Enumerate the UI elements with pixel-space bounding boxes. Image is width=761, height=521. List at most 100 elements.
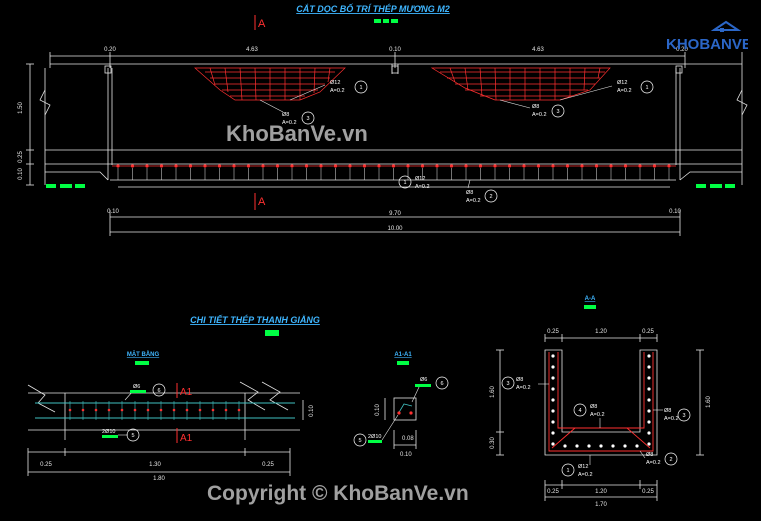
svg-text:A=0.2: A=0.2 (282, 120, 297, 126)
aa-rebar-dot (599, 444, 603, 448)
svg-text:4: 4 (578, 408, 581, 414)
plan-tie-dot (198, 408, 202, 412)
detail-title-tag (265, 330, 279, 336)
svg-text:Ø8: Ø8 (516, 377, 523, 383)
side-tags (46, 184, 735, 188)
svg-text:3: 3 (556, 109, 559, 115)
svg-text:Ø6: Ø6 (133, 384, 140, 390)
aa-callout-1: 1 Ø12 A=0.2 (561, 455, 593, 478)
callout-1-left: Ø12 A=0.2 1 (289, 80, 368, 101)
aa-rebar-dot (563, 444, 567, 448)
dim-left-2: 0.25 (18, 151, 24, 163)
aa-rebar-dot (647, 398, 651, 402)
aa-rebar-dot (551, 442, 555, 446)
svg-text:Ø12: Ø12 (330, 80, 340, 86)
main-title: CẮT DỌC BỐ TRÍ THÉP MƯƠNG M2 (296, 3, 449, 14)
a1-dim-1: 0.10 (400, 452, 412, 458)
svg-text:A1: A1 (180, 433, 193, 444)
aa-rebar-dot (551, 387, 555, 391)
svg-text:Ø8: Ø8 (532, 104, 539, 110)
aa-title: A-A (585, 296, 596, 302)
title-tag (383, 19, 389, 23)
plan-tie-dot (185, 408, 189, 412)
svg-text:A=0.2: A=0.2 (330, 88, 345, 94)
aa-left-dim-1: 0.30 (490, 437, 496, 449)
svg-text:A: A (258, 196, 266, 208)
callout-1-bottom: 1 Ø12 A=0.2 (398, 175, 430, 190)
aa-rebar-dot (551, 431, 555, 435)
aa-rebar-dot (623, 444, 627, 448)
aa-bot-dim-0: 0.25 (547, 489, 559, 495)
plan-tie-dot (146, 408, 150, 412)
svg-text:A=0.2: A=0.2 (590, 412, 605, 418)
aa-rebar-dot (647, 354, 651, 358)
aa-rebar-dot (587, 444, 591, 448)
svg-text:A=0.2: A=0.2 (664, 416, 679, 422)
plan-tie-dot (159, 408, 163, 412)
plan-view (27, 381, 304, 476)
plan-callout-6: Ø6 6 (124, 383, 166, 401)
aa-callout-2: Ø8 A=0.2 2 (639, 450, 678, 466)
a1-callout-6: Ø6 6 (411, 376, 449, 403)
svg-text:1: 1 (403, 180, 406, 186)
callout-2-bottom: Ø8 A=0.2 2 (466, 179, 498, 204)
svg-text:5: 5 (131, 433, 134, 439)
aa-rebar-dot (551, 354, 555, 358)
a1-title-tag (397, 361, 409, 365)
plan-ties (68, 401, 241, 420)
plan-dim-total: 1.80 (153, 476, 165, 482)
watermark-text: KhoBanVe.vn (226, 121, 368, 146)
plan-dim-1: 1.30 (149, 462, 161, 468)
aa-rebar-dot (647, 420, 651, 424)
a1-rebar-dot (397, 411, 401, 415)
aa-rebar-dot (575, 444, 579, 448)
a1-side-dim: 0.10 (375, 404, 381, 416)
aa-top-dim-0: 0.25 (547, 329, 559, 335)
dim-top-1: 4.63 (246, 47, 258, 53)
aa-rebar-dot (647, 376, 651, 380)
dim-top-0: 0.20 (104, 47, 116, 53)
aa-callout-3-right: Ø8 A=0.2 3 (653, 408, 691, 422)
svg-text:A=0.2: A=0.2 (415, 184, 430, 190)
svg-text:A=0.2: A=0.2 (617, 88, 632, 94)
svg-text:5: 5 (358, 438, 361, 444)
plan-section-a1: A1 A1 (176, 383, 193, 444)
aa-top-dim-2: 0.25 (642, 329, 654, 335)
dim-top-4: 0.20 (676, 47, 688, 53)
aa-rebar-dot (611, 444, 615, 448)
aa-rebar-dot (647, 409, 651, 413)
dim-total: 10.00 (387, 226, 403, 232)
svg-text:3: 3 (682, 413, 685, 419)
plan-callout-5: 2Ø10 5 (102, 428, 140, 442)
svg-text:A=0.2: A=0.2 (466, 198, 481, 204)
callout-3-right: Ø8 A=0.2 3 (499, 99, 565, 118)
aa-rebar-dot (551, 398, 555, 402)
svg-text:Ø8: Ø8 (282, 112, 289, 118)
plan-title-tag (135, 361, 149, 365)
aa-rebar-dot (551, 420, 555, 424)
plan-tie-dot (211, 408, 215, 412)
a1-callout-5: 5 2Ø10 (353, 414, 399, 447)
bottom-rebar-row (112, 164, 676, 180)
aa-rebar-dot (647, 431, 651, 435)
section-marker-a-top: A (254, 15, 266, 30)
aa-bot-dim-1: 1.20 (595, 489, 607, 495)
svg-text:6: 6 (157, 388, 160, 394)
svg-text:Ø8: Ø8 (646, 452, 653, 458)
svg-text:A: A (258, 18, 266, 30)
svg-text:A=0.2: A=0.2 (516, 385, 531, 391)
svg-text:Ø8: Ø8 (590, 404, 597, 410)
plan-title: MẶT BẰNG (127, 350, 160, 358)
aa-right-dim: 1.60 (706, 396, 712, 408)
detail-title: CHI TIẾT THÉP THANH GIẰNG (190, 314, 320, 325)
callout-1-right: Ø12 A=0.2 1 (559, 80, 654, 101)
svg-text:Ø6: Ø6 (420, 377, 427, 383)
svg-text:3: 3 (306, 116, 309, 122)
aa-rebar-dot (647, 387, 651, 391)
haunch-right (430, 67, 611, 101)
aa-rebar-dot (551, 376, 555, 380)
aa-rebar-dot (635, 444, 639, 448)
plan-tie-dot (94, 408, 98, 412)
svg-text:A=0.2: A=0.2 (646, 460, 661, 466)
